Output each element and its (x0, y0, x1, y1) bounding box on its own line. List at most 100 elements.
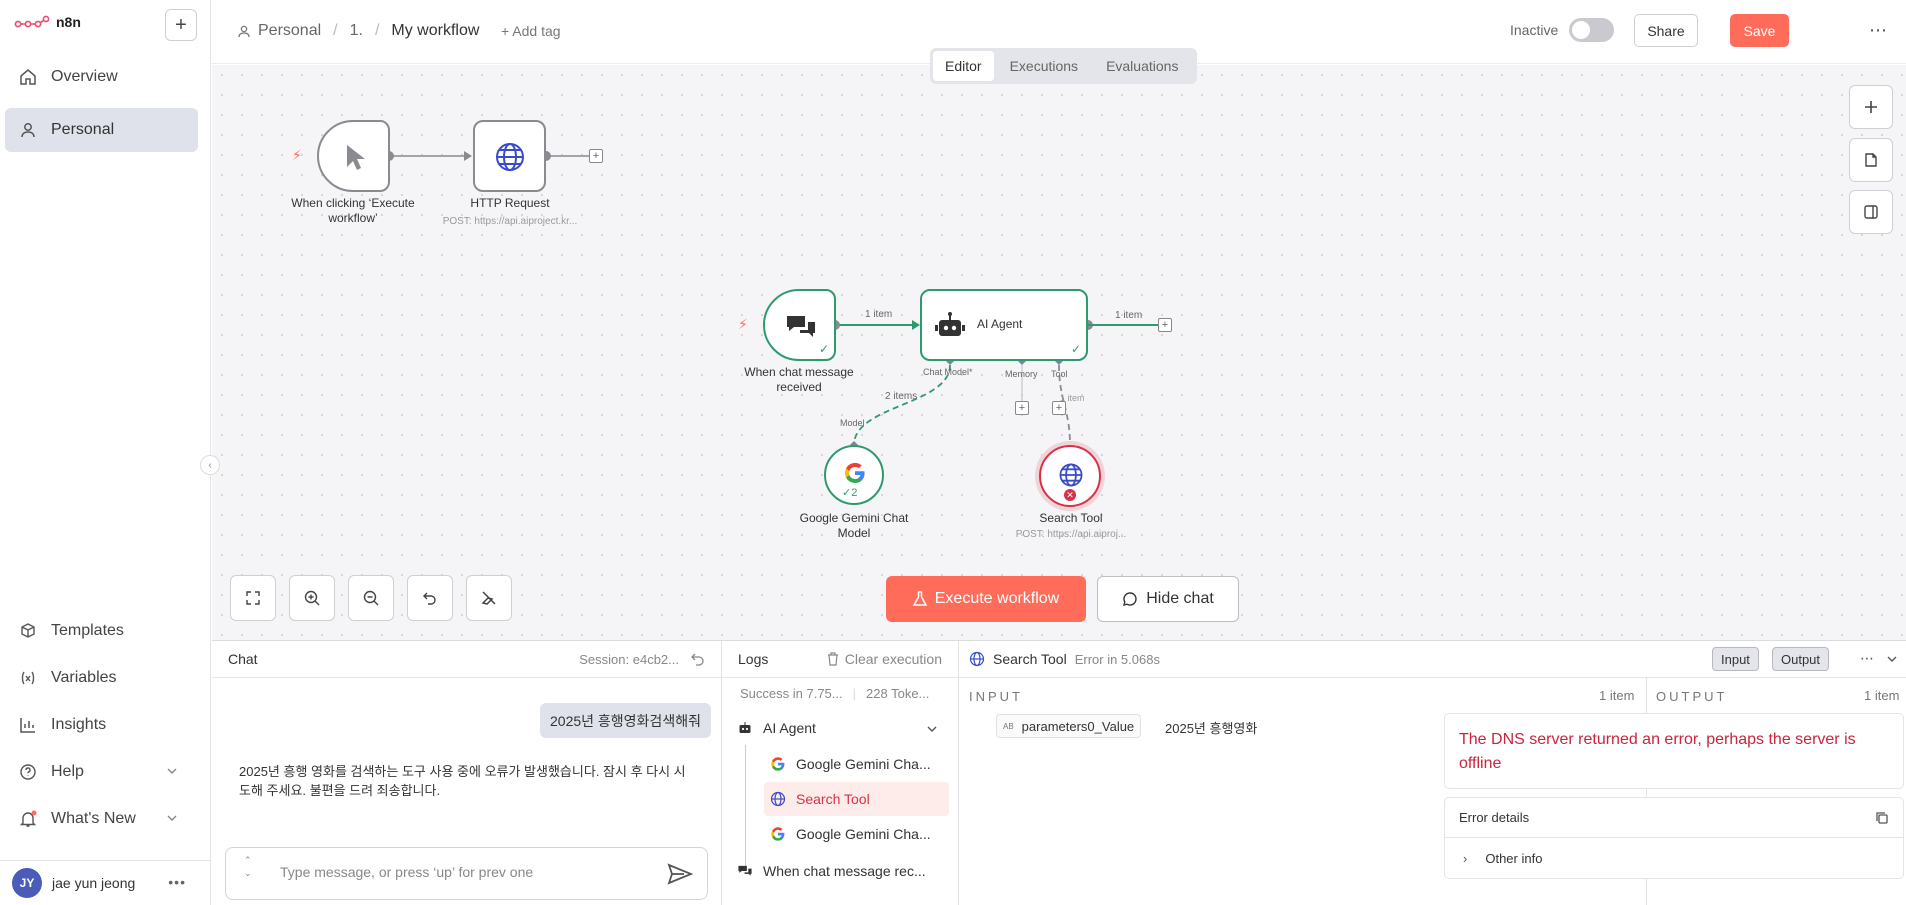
node-subtitle: POST: https://api.aiproj... (1015, 529, 1127, 540)
session-id[interactable]: Session: e4cb2... (579, 651, 679, 667)
port-label-tool: Tool (1051, 369, 1068, 379)
collapse-sidebar-button[interactable]: ‹ (200, 455, 220, 475)
add-memory-button[interactable]: + (1015, 401, 1029, 415)
logs-header: Logs Clear execution (722, 641, 958, 678)
log-item-gemini-2[interactable]: Google Gemini Cha... (764, 817, 949, 851)
execution-count: ✓2 (842, 487, 858, 499)
sidebar: n8n + Overview Personal Templates Variab… (0, 0, 211, 905)
user-menu[interactable]: JY jae yun jeong ••• (0, 860, 211, 905)
node-gemini-chat-model[interactable]: ✓2 (824, 445, 884, 505)
tab-editor[interactable]: Editor (933, 51, 994, 81)
connection-label: 1 item (1060, 393, 1085, 403)
history-arrows-icon[interactable]: ⌃⌄ (244, 855, 252, 878)
string-type-icon: AB (1003, 721, 1014, 731)
sidebar-item-label: Templates (51, 622, 124, 639)
node-label: Search Tool (1039, 511, 1103, 525)
workflow-canvas[interactable]: ⚡ When clicking ‘Execute workflow’ HTTP … (212, 65, 1906, 640)
sidebar-item-insights[interactable]: Insights (5, 703, 198, 747)
port-label-chat-model: Chat Model* (923, 367, 973, 377)
broom-icon (481, 591, 496, 605)
n8n-logo[interactable]: n8n (14, 14, 81, 30)
log-item-search-tool[interactable]: Search Tool (764, 782, 949, 816)
sidebar-item-templates[interactable]: Templates (5, 609, 198, 653)
port-label-model: Model (840, 418, 865, 428)
log-item-chat-trigger[interactable]: When chat message rec... (732, 854, 952, 888)
more-icon[interactable]: ⋯ (1869, 20, 1887, 40)
active-toggle[interactable] (1569, 18, 1614, 42)
clear-execution-label: Clear execution (844, 651, 942, 667)
breadcrumb-project[interactable]: Personal (258, 22, 322, 39)
sidebar-item-overview[interactable]: Overview (5, 55, 198, 99)
more-icon[interactable]: ••• (168, 874, 186, 890)
more-icon[interactable]: ⋯ (1860, 650, 1874, 666)
flask-icon (912, 591, 927, 606)
chevron-down-icon[interactable] (1886, 653, 1898, 665)
tab-executions[interactable]: Executions (1009, 58, 1079, 74)
sidebar-item-label: Overview (51, 68, 118, 85)
add-node-button[interactable]: + (1158, 318, 1172, 332)
box-icon (21, 623, 35, 638)
node-ai-agent[interactable]: AI Agent ✓ (920, 289, 1088, 361)
toggle-panel-button[interactable] (1849, 190, 1893, 234)
clear-execution-button[interactable]: Clear execution (827, 651, 942, 667)
fit-view-button[interactable] (230, 575, 276, 621)
copy-icon[interactable] (1875, 811, 1889, 825)
breadcrumb: Personal / 1. / My workflow (238, 22, 479, 40)
workflow-name[interactable]: My workflow (391, 22, 480, 39)
output-toggle-button[interactable]: Output (1772, 647, 1830, 671)
chat-header: Chat Session: e4cb2... (212, 641, 721, 678)
share-button[interactable]: Share (1634, 14, 1698, 47)
tab-evaluations[interactable]: Evaluations (1106, 58, 1179, 74)
other-info-row[interactable]: › Other info (1445, 838, 1903, 878)
chat-panel: Chat Session: e4cb2... (212, 641, 721, 905)
chevron-left-icon: ‹ (208, 459, 212, 471)
hide-chat-label: Hide chat (1146, 590, 1214, 607)
input-toggle-button[interactable]: Input (1712, 647, 1759, 671)
add-node-button[interactable] (1849, 85, 1893, 129)
chat-title: Chat (228, 651, 258, 667)
node-chat-trigger[interactable]: ✓ (763, 289, 836, 361)
execute-workflow-button[interactable]: Execute workflow (886, 576, 1086, 622)
create-button[interactable]: + (165, 9, 197, 41)
execute-workflow-label: Execute workflow (934, 590, 1060, 607)
chat-input[interactable]: ⌃⌄ Type message, or press ‘up’ for prev … (225, 847, 708, 900)
add-tool-button[interactable]: + (1052, 401, 1066, 415)
n8n-logo-icon (14, 15, 50, 28)
sidebar-item-whats-new[interactable]: What's New (5, 797, 198, 841)
sidebar-item-help[interactable]: Help (5, 750, 198, 794)
log-item-gemini[interactable]: Google Gemini Cha... (764, 747, 949, 781)
sidebar-item-label: What's New (51, 810, 136, 827)
node-http-request[interactable] (473, 120, 546, 192)
node-label: When clicking ‘Execute workflow’ (291, 196, 415, 225)
check-icon: ✓ (818, 342, 829, 356)
chevron-down-icon[interactable] (926, 723, 938, 735)
add-node-button[interactable]: + (589, 149, 603, 163)
chevron-down-icon (167, 768, 177, 774)
node-manual-trigger[interactable] (317, 120, 390, 192)
tidy-up-button[interactable] (466, 575, 512, 621)
breadcrumb-folder[interactable]: 1. (349, 22, 363, 39)
sidebar-item-variables[interactable]: Variables (5, 656, 198, 700)
save-button[interactable]: Save (1730, 14, 1789, 47)
sidebar-item-personal[interactable]: Personal (5, 108, 198, 152)
robot-icon (935, 312, 965, 336)
add-tag-button[interactable]: + Add tag (501, 23, 561, 39)
undo-button[interactable] (407, 575, 453, 621)
bell-icon (19, 810, 37, 827)
breadcrumb-separator: / (333, 22, 338, 39)
node-search-tool[interactable]: ✕ (1039, 445, 1101, 507)
node-subtitle: POST: https://api.aiproject.kr... (442, 216, 578, 227)
log-item-ai-agent[interactable]: AI Agent (732, 711, 952, 745)
refresh-icon[interactable] (691, 652, 705, 666)
hide-chat-button[interactable]: Hide chat (1097, 576, 1239, 622)
sticky-note-button[interactable] (1849, 138, 1893, 182)
node-label: Google Gemini Chat Model (799, 511, 909, 540)
input-count: 1 item (1599, 688, 1635, 703)
globe-icon (496, 143, 524, 171)
zoom-out-button[interactable] (348, 575, 394, 621)
execution-status: Success in 7.75... (740, 686, 843, 701)
send-icon[interactable] (667, 863, 693, 885)
status-label: Inactive (1510, 22, 1559, 38)
summary-separator: | (852, 686, 857, 701)
zoom-in-button[interactable] (289, 575, 335, 621)
